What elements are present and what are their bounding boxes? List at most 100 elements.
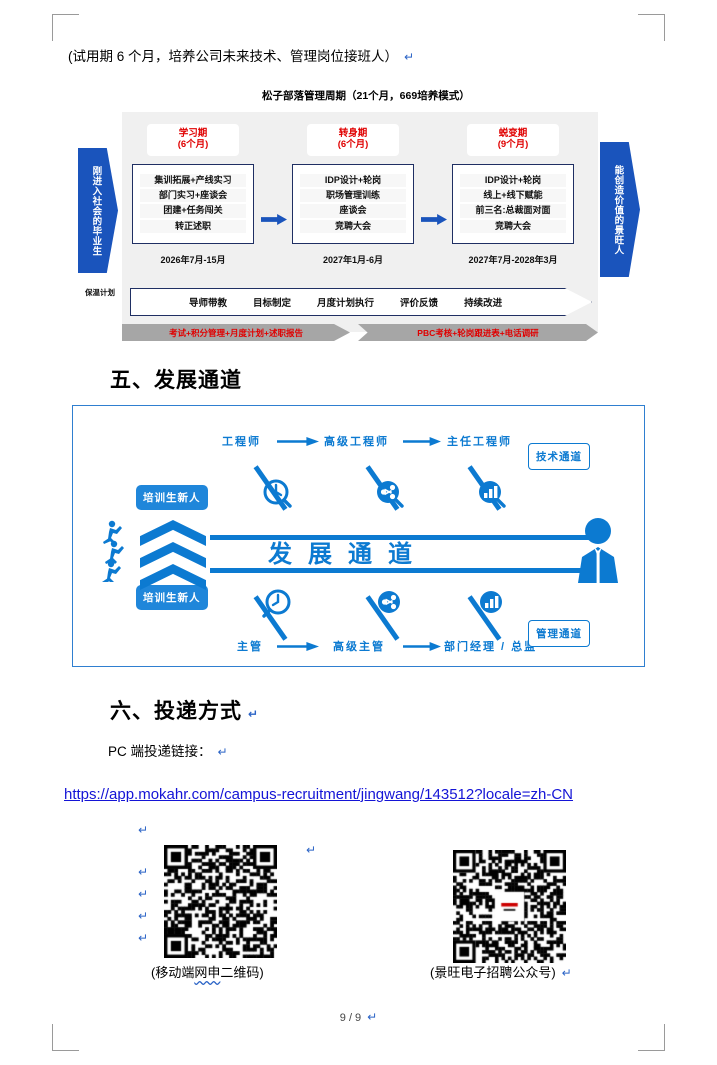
qr-caption-1-prefix: (移动端 xyxy=(151,965,195,980)
phase-duration-1: (6个月) xyxy=(177,139,209,151)
crop-mark-top-right xyxy=(638,14,665,41)
phase-name-3: 蜕变期 xyxy=(498,128,528,139)
blank-line-pilcrow-5: ↵ xyxy=(132,906,148,926)
phase-item: 部门实习+座谈会 xyxy=(140,189,246,203)
qr-code-mobile-application xyxy=(164,845,277,958)
phase-item: 前三名:总裁面对面 xyxy=(460,204,566,218)
phase-item: 职场管理训练 xyxy=(300,189,406,203)
assessment-band-right: PBC考核+轮岗跟进表+电话调研 xyxy=(358,324,598,341)
tech-step-1-label: 工程师 xyxy=(222,436,261,448)
phase-item: 团建+任务闯关 xyxy=(140,204,246,218)
intro-text: (试用期 6 个月，培养公司未来技术、管理岗位接班人） xyxy=(68,49,399,64)
pilcrow-mark: ↵ xyxy=(138,909,149,923)
tech-step-3-label: 主任工程师 xyxy=(447,436,512,448)
qr-code-wechat-official xyxy=(453,850,566,963)
pilcrow-mark: ↵ xyxy=(404,50,415,64)
pilcrow-mark: ↵ xyxy=(138,865,149,879)
pilcrow-mark: ↵ xyxy=(561,966,572,980)
phase-item: 竞聘大会 xyxy=(460,219,566,233)
pc-link-label: PC 端投递链接： xyxy=(108,744,212,759)
clock-search-icon xyxy=(263,479,292,508)
pilcrow-mark: ↵ xyxy=(306,843,317,857)
qr-caption-1-suffix: 二维码) xyxy=(220,965,264,980)
trainee-badge-top: 培训生新人 xyxy=(136,485,208,510)
entry-arrow-tag: 刚进入社会的毕业生 xyxy=(78,148,118,273)
mgmt-arrow-1-icon xyxy=(277,642,319,651)
share-network-icon-2 xyxy=(378,591,400,613)
qr-caption-2: (景旺电子招聘公众号) ↵ xyxy=(430,962,572,981)
apply-link[interactable]: https://app.mokahr.com/campus-recruitmen… xyxy=(64,786,574,803)
process-step: 持续改进 xyxy=(464,298,503,309)
qr-caption-1: (移动端网申二维码) xyxy=(151,962,264,981)
tech-arrow-2-icon xyxy=(403,437,441,446)
phase-name-2: 转身期 xyxy=(338,128,368,139)
phase-items-3: IDP设计+轮岗 线上+线下赋能 前三名:总裁面对面 竞聘大会 xyxy=(452,163,574,244)
phase-item: IDP设计+轮岗 xyxy=(300,173,406,188)
process-step: 目标制定 xyxy=(253,298,292,309)
management-track-badge: 管理通道 xyxy=(528,620,590,647)
technical-track-badge: 技术通道 xyxy=(528,443,590,470)
mgmt-step-3-label: 部门经理 / 总监 xyxy=(444,641,538,653)
page-footer: 9 / 9 ↵ xyxy=(0,1010,717,1024)
pilcrow-mark: ↵ xyxy=(138,887,149,901)
blank-line-pilcrow-6: ↵ xyxy=(132,928,148,948)
section-six-heading: 六、投递方式 ↵ xyxy=(110,695,259,725)
trainee-badge-bottom: 培训生新人 xyxy=(136,585,208,610)
pilcrow-mark: ↵ xyxy=(248,707,260,721)
phase-block-3: 蜕变期 (9个月) IDP设计+轮岗 线上+线下赋能 前三名:总裁面对面 竞聘大… xyxy=(452,124,574,266)
phase-item: IDP设计+轮岗 xyxy=(460,173,566,188)
phase-item: 集训拓展+产线实习 xyxy=(140,173,246,188)
crop-mark-bottom-right xyxy=(638,1024,665,1051)
phase-date-3: 2027年7月-2028年3月 xyxy=(468,254,558,265)
phase-arrow-1-icon xyxy=(261,214,287,225)
mgmt-arrow-2-icon xyxy=(403,642,441,651)
phase-header-3: 蜕变期 (9个月) xyxy=(467,124,559,156)
qr-caption-1-wavy: 网申 xyxy=(194,965,221,980)
pilcrow-mark: ↵ xyxy=(138,931,149,945)
clock-search-icon-2 xyxy=(262,589,291,618)
keep-plan-label: 保温计划 xyxy=(85,288,115,297)
phase-duration-3: (9个月) xyxy=(497,139,529,151)
crop-mark-top-left xyxy=(52,14,79,41)
section-five-heading: 五、发展通道 xyxy=(110,369,242,392)
phase-item: 转正述职 xyxy=(140,219,246,233)
phase-duration-2: (6个月) xyxy=(337,139,369,151)
page-number: 9 / 9 xyxy=(339,1012,362,1024)
pilcrow-mark: ↵ xyxy=(367,1010,378,1024)
intro-paragraph: (试用期 6 个月，培养公司未来技术、管理岗位接班人） ↵ xyxy=(68,47,414,67)
process-step: 导师带教 xyxy=(189,298,228,309)
section-six-heading-text: 六、投递方式 xyxy=(110,700,242,723)
rail-bottom xyxy=(210,568,602,573)
phase-block-1: 学习期 (6个月) 集训拓展+产线实习 部门实习+座谈会 团建+任务闯关 转正述… xyxy=(132,124,254,266)
process-bar: 导师带教 目标制定 月度计划执行 评价反馈 持续改进 xyxy=(130,288,592,316)
blank-line-pilcrow-3: ↵ xyxy=(132,862,148,882)
pilcrow-mark: ↵ xyxy=(138,823,149,837)
crop-mark-bottom-left xyxy=(52,1024,79,1051)
phase-name-1: 学习期 xyxy=(178,128,208,139)
tech-arrow-1-icon xyxy=(277,437,319,446)
phase-date-2: 2027年1月-6月 xyxy=(322,254,384,265)
timeline-title: 松子部落管理周期（21个月，669培养模式） xyxy=(262,90,470,102)
exit-arrow-label: 能创造价值的景旺人 xyxy=(612,164,624,255)
businessman-icon xyxy=(578,518,618,583)
assessment-band-left: 考试+积分管理+月度计划+述职报告 xyxy=(122,324,350,341)
blank-line-pilcrow-4: ↵ xyxy=(132,884,148,904)
rail-top xyxy=(210,535,602,540)
blank-line-pilcrow-1: ↵ xyxy=(132,820,148,840)
phase-items-1: 集训拓展+产线实习 部门实习+座谈会 团建+任务闯关 转正述职 xyxy=(132,163,254,244)
bar-chart-icon xyxy=(479,481,506,508)
phase-item: 座谈会 xyxy=(300,204,406,218)
career-center-label: 发展通道 xyxy=(268,541,428,568)
mgmt-step-2-label: 高级主管 xyxy=(333,641,385,653)
entry-arrow-label: 刚进入社会的毕业生 xyxy=(90,165,102,256)
phase-item: 线上+线下赋能 xyxy=(460,189,566,203)
pc-link-label-row: PC 端投递链接：↵ xyxy=(108,742,228,762)
phase-header-2: 转身期 (6个月) xyxy=(307,124,399,156)
mgmt-step-1-label: 主管 xyxy=(237,641,263,653)
phase-arrow-2-icon xyxy=(421,214,447,225)
phase-header-1: 学习期 (6个月) xyxy=(147,124,239,156)
qr-caption-2-text: (景旺电子招聘公众号) xyxy=(430,965,556,980)
runner-icons xyxy=(102,520,124,582)
process-step: 月度计划执行 xyxy=(317,298,375,309)
